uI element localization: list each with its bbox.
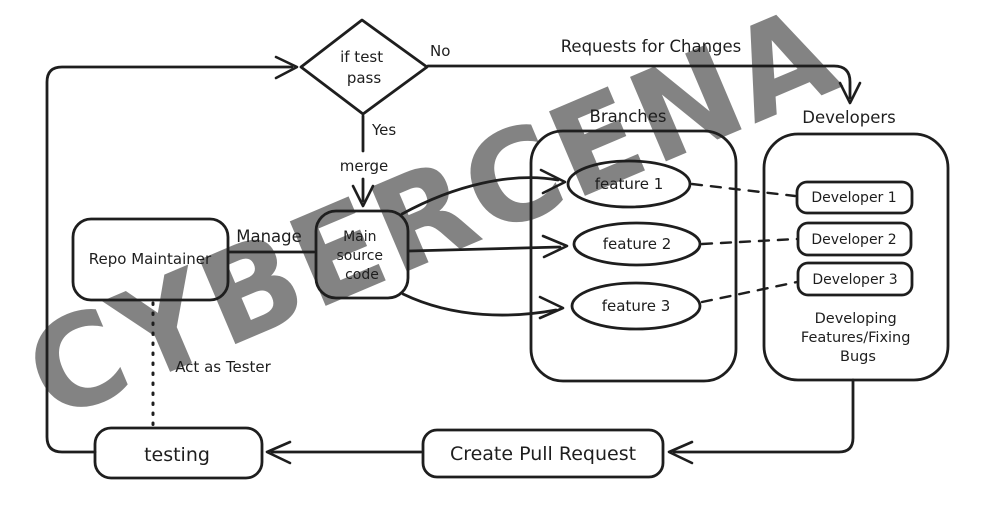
node-feature-2: feature 2 <box>572 221 702 267</box>
developing-note: Developing Features/Fixing Bugs <box>801 311 915 365</box>
node-developer-2: Developer 2 <box>796 221 913 257</box>
edge-feature3-developer3 <box>700 280 799 304</box>
node-developer-1: Developer 1 <box>795 180 914 215</box>
developer1-label: Developer 1 <box>811 190 896 206</box>
developer3-label: Developer 3 <box>812 272 897 288</box>
edge-main-to-feature3 <box>401 292 565 320</box>
yes-label: Yes <box>371 121 396 139</box>
edge-main-to-feature2 <box>407 234 569 259</box>
main-source-label: Main source code <box>337 229 388 283</box>
no-label: No <box>430 42 450 60</box>
node-feature-1: feature 1 <box>566 159 692 209</box>
node-repo-maintainer: Repo Maintainer <box>71 217 230 302</box>
group-branches: Branches <box>529 107 738 383</box>
feature1-label: feature 1 <box>595 175 663 193</box>
node-testing: testing <box>93 426 264 480</box>
feature3-label: feature 3 <box>602 297 670 315</box>
edge-yes-merge: Yes merge <box>340 114 396 208</box>
merge-label: merge <box>340 157 389 175</box>
edge-feature1-developer1 <box>690 182 797 198</box>
edge-cpr-to-testing <box>265 440 423 465</box>
testing-label: testing <box>144 444 210 466</box>
requests-for-changes-label: Requests for Changes <box>561 37 742 56</box>
node-developer-3: Developer 3 <box>796 261 914 297</box>
branches-label: Branches <box>590 107 667 126</box>
developers-label: Developers <box>802 108 895 127</box>
create-pull-request-label: Create Pull Request <box>450 443 636 465</box>
edge-main-to-feature1 <box>400 168 567 216</box>
edge-no-requests-for-changes: No Requests for Changes <box>426 37 862 105</box>
decision-if-test-pass: if test pass <box>299 18 429 116</box>
feature2-label: feature 2 <box>603 235 671 253</box>
edge-act-as-tester: Act as Tester <box>151 301 272 427</box>
node-create-pull-request: Create Pull Request <box>421 428 665 479</box>
repo-maintainer-label: Repo Maintainer <box>89 250 212 268</box>
node-feature-3: feature 3 <box>570 281 702 331</box>
edge-manage: Manage <box>227 227 316 254</box>
developer2-label: Developer 2 <box>811 232 896 248</box>
edge-testing-to-decision <box>45 55 299 454</box>
act-as-tester-label: Act as Tester <box>175 358 271 376</box>
decision-label: if test pass <box>340 48 388 87</box>
node-main-source-code: Main source code <box>314 209 410 300</box>
manage-label: Manage <box>236 227 302 246</box>
group-developers: Developers <box>762 108 950 382</box>
edge-feature2-developer2 <box>700 237 799 246</box>
edge-developers-to-cpr <box>667 378 855 465</box>
